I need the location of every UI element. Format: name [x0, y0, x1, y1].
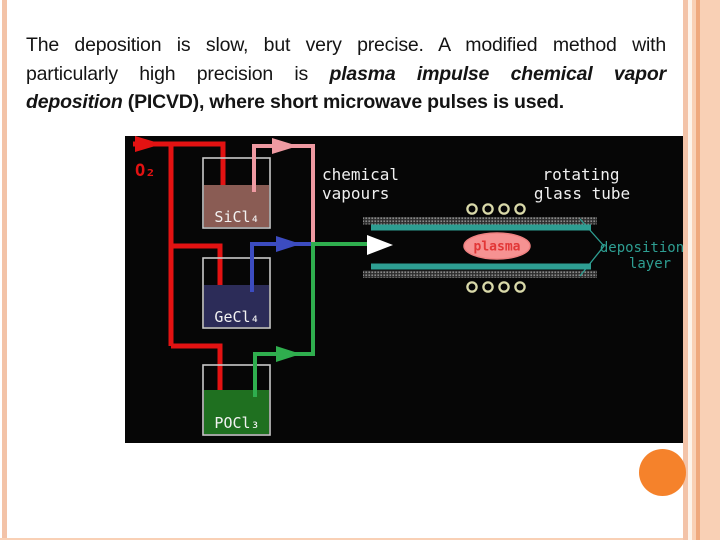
deposition-layer-bottom	[371, 263, 591, 270]
svg-text:deposition: deposition	[600, 240, 683, 256]
text-run: particularly high precision is	[26, 62, 330, 85]
chemical-vapours-label: chemical vapours	[322, 165, 399, 203]
tube-inlet-arrowhead	[367, 235, 393, 255]
pocl3-bubbler: POCl₃	[202, 364, 271, 436]
pocl3-container	[202, 364, 271, 436]
svg-text:rotating: rotating	[542, 165, 619, 184]
deposition-layer-pointer	[579, 218, 605, 277]
gecl4-label: GeCl₄	[214, 308, 259, 326]
right-stripe-4	[696, 0, 700, 540]
text-run-emphasis: deposition	[26, 91, 123, 113]
gecl4-vapour-line	[250, 236, 311, 292]
tube-wall-top	[363, 217, 597, 225]
text-run-bold: (PICVD), where short microwave pulses is…	[122, 91, 564, 113]
right-stripe-3	[692, 0, 696, 540]
sicl4-vapour-arrowhead	[272, 138, 298, 154]
gecl4-vapour-arrowhead	[276, 236, 301, 252]
svg-text:layer: layer	[629, 256, 671, 272]
text-line-3: deposition (PICVD), where short microwav…	[26, 88, 666, 117]
rotating-glass-tube-label: rotating glass tube	[534, 165, 630, 203]
gecl4-liquid	[204, 285, 269, 327]
sicl4-bubbler: SiCl₄	[202, 157, 271, 229]
slide-body-text: The deposition is slow, but very precise…	[26, 31, 666, 117]
heater-rings-top	[466, 203, 526, 215]
heater-rings-bottom	[466, 281, 526, 293]
right-border-stripes	[683, 0, 720, 540]
sicl4-liquid	[204, 185, 269, 227]
deposition-layer-top	[371, 224, 591, 231]
deposition-layer-label: deposition layer	[600, 240, 683, 272]
plasma-label: plasma	[474, 240, 521, 255]
slide-decoration-circle	[639, 449, 686, 496]
right-stripe-5	[700, 0, 720, 540]
gecl4-container	[202, 257, 271, 329]
pocl3-label: POCl₃	[214, 414, 259, 432]
plasma-ellipse	[463, 232, 531, 260]
oxygen-arrowhead	[135, 136, 162, 152]
text-line-1: The deposition is slow, but very precise…	[26, 31, 666, 60]
sicl4-container	[202, 157, 271, 229]
svg-text:vapours: vapours	[322, 184, 389, 203]
pocl3-vapour-arrowhead	[276, 346, 301, 362]
sicl4-label: SiCl₄	[214, 208, 259, 226]
right-stripe-2	[688, 0, 692, 540]
text-run-emphasis: plasma impulse chemical vapor	[329, 62, 667, 85]
svg-text:chemical: chemical	[322, 165, 399, 184]
right-stripe-1	[683, 0, 688, 540]
text-line-2: particularly high precision is plasma im…	[26, 60, 666, 89]
plasma-zone: plasma	[463, 232, 531, 260]
text-run: The deposition is slow, but very precise…	[26, 34, 666, 56]
pocl3-liquid	[204, 390, 269, 434]
left-border-stripe	[2, 0, 7, 540]
oxygen-label: O₂	[135, 161, 155, 181]
gecl4-bubbler: GeCl₄	[202, 257, 271, 329]
bottom-border-stripe	[0, 538, 720, 540]
picvd-diagram: O₂ SiCl₄ GeCl₄ POCl₃	[125, 136, 683, 443]
svg-text:glass tube: glass tube	[534, 184, 630, 203]
sicl4-vapour-line	[252, 138, 315, 244]
tube-wall-bottom	[363, 270, 597, 278]
rotating-glass-tube	[363, 217, 597, 278]
pocl3-vapour-line	[253, 242, 368, 397]
